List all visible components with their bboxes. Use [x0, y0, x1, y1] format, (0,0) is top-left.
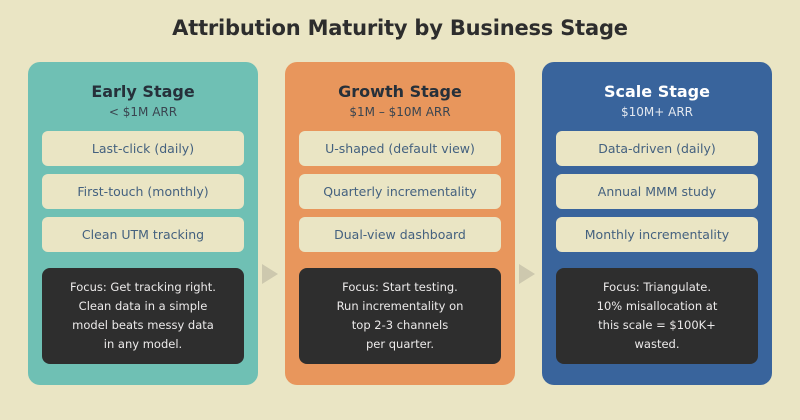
- stage-title-growth: Growth Stage: [338, 82, 462, 101]
- focus-line: Focus: Triangulate.: [602, 280, 712, 294]
- focus-line: wasted.: [634, 337, 680, 351]
- stage-subtitle-growth: $1M – $10M ARR: [349, 105, 451, 119]
- chip-item: Annual MMM study: [556, 174, 758, 209]
- arrow-right-icon: [262, 264, 278, 284]
- arrow-right-icon: [519, 264, 535, 284]
- stage-subtitle-scale: $10M+ ARR: [620, 105, 693, 119]
- chip-item: Data-driven (daily): [556, 131, 758, 166]
- focus-line: 10% misallocation at: [596, 299, 718, 313]
- chip-item: Quarterly incrementality: [299, 174, 501, 209]
- focus-line: per quarter.: [365, 337, 435, 351]
- stage-card-early: Early Stage < $1M ARR Last-click (daily)…: [28, 62, 258, 385]
- stage-card-scale: Scale Stage $10M+ ARR Data-driven (daily…: [542, 62, 772, 385]
- stage-subtitle-early: < $1M ARR: [108, 105, 178, 119]
- chip-item: Last-click (daily): [42, 131, 244, 166]
- focus-line: top 2-3 channels: [351, 318, 449, 332]
- page-title: Attribution Maturity by Business Stage: [172, 16, 628, 40]
- focus-line: Focus: Get tracking right.: [70, 280, 216, 294]
- focus-line: Clean data in a simple: [78, 299, 208, 313]
- chip-item: Dual-view dashboard: [299, 217, 501, 252]
- stage-card-growth: Growth Stage $1M – $10M ARR U-shaped (de…: [285, 62, 515, 385]
- focus-box-growth: Focus: Start testing. Run incrementality…: [299, 268, 501, 364]
- focus-line: Run incrementality on: [336, 299, 464, 313]
- focus-line: model beats messy data: [72, 318, 214, 332]
- focus-line: this scale = $100K+: [598, 318, 716, 332]
- chip-item: First-touch (monthly): [42, 174, 244, 209]
- focus-box-scale: Focus: Triangulate. 10% misallocation at…: [556, 268, 758, 364]
- stage-title-early: Early Stage: [91, 82, 195, 101]
- focus-box-early: Focus: Get tracking right. Clean data in…: [42, 268, 244, 364]
- chip-item: U-shaped (default view): [299, 131, 501, 166]
- chip-item: Clean UTM tracking: [42, 217, 244, 252]
- focus-line: in any model.: [103, 337, 183, 351]
- stage-title-scale: Scale Stage: [604, 82, 710, 101]
- chip-list-early: Last-click (daily) First-touch (monthly)…: [42, 131, 244, 260]
- chip-item: Monthly incrementality: [556, 217, 758, 252]
- chip-list-scale: Data-driven (daily) Annual MMM study Mon…: [556, 131, 758, 260]
- focus-line: Focus: Start testing.: [342, 280, 458, 294]
- chip-list-growth: U-shaped (default view) Quarterly increm…: [299, 131, 501, 260]
- stage-board: Early Stage < $1M ARR Last-click (daily)…: [0, 62, 800, 385]
